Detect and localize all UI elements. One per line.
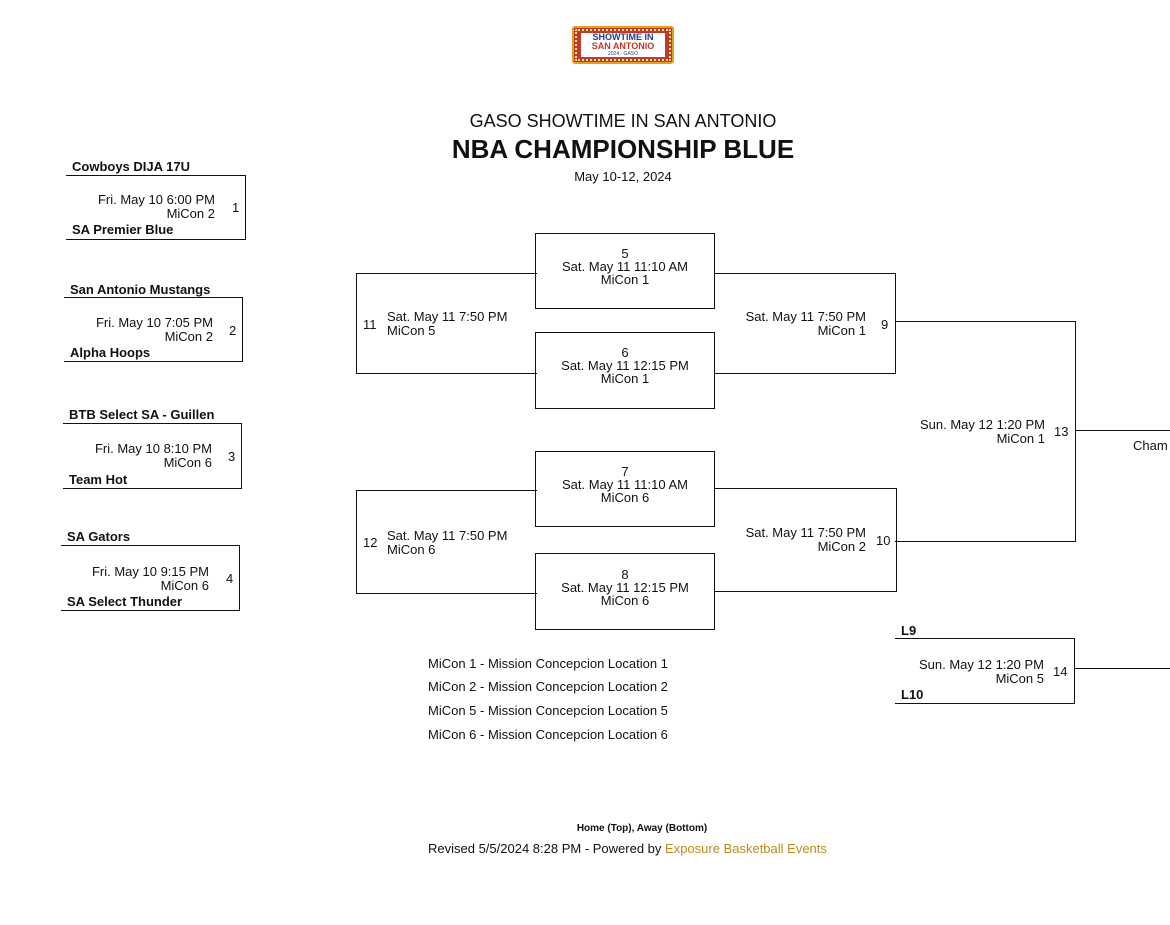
logo-marquee-border: [575, 29, 671, 61]
game-1-time: Fri. May 10 6:00 PM: [97, 192, 215, 207]
champion-label: Cham: [1133, 438, 1168, 453]
game-12-location: MiCon 6: [387, 542, 436, 557]
game-6-box: 6 Sat. May 11 12:15 PM MiCon 1: [535, 332, 715, 409]
game-11-location: MiCon 5: [387, 323, 436, 338]
division-title: NBA CHAMPIONSHIP BLUE: [451, 134, 795, 164]
game-2-home-team[interactable]: San Antonio Mustangs: [70, 282, 211, 297]
game-10-location: MiCon 2: [817, 539, 866, 554]
game-1-away-team[interactable]: SA Premier Blue: [72, 222, 174, 237]
logo-inner: SHOWTIME IN SAN ANTONIO 2024 · GASO: [581, 33, 665, 57]
game-9-info: Sat. May 11 7:50 PM MiCon 1: [715, 310, 866, 338]
game-2-time: Fri. May 10 7:05 PM: [95, 315, 213, 330]
game-13-info: Sun. May 12 1:20 PM MiCon 1: [895, 418, 1045, 446]
home-away-note: Home (Top), Away (Bottom): [576, 823, 708, 834]
logo-text-2: SAN ANTONIO: [591, 41, 655, 51]
game-4-number: 4: [226, 571, 234, 586]
game-3-info: Fri. May 10 8:10 PM MiCon 6: [63, 442, 212, 470]
game-14-result-line: [1074, 668, 1170, 669]
game-8-time: Sat. May 11 12:15 PM: [561, 580, 689, 595]
logo-text-1: SHOWTIME IN: [592, 32, 654, 42]
game-5-time: Sat. May 11 11:10 AM: [562, 259, 688, 274]
game-2-box: [64, 297, 243, 362]
game-8-number: 8: [621, 567, 629, 582]
revised-text: Revised 5/5/2024 8:28 PM - Powered by: [428, 841, 666, 856]
game-3-away-team[interactable]: Team Hot: [69, 472, 128, 487]
game-4-home-team[interactable]: SA Gators: [67, 529, 131, 544]
game-6-number: 6: [621, 345, 629, 360]
game-3-location: MiCon 6: [163, 455, 212, 470]
game-4-info: Fri. May 10 9:15 PM MiCon 6: [61, 565, 209, 593]
game-9-number: 9: [881, 317, 889, 332]
game-11-time: Sat. May 11 7:50 PM: [387, 309, 508, 324]
game-1-box: [66, 175, 246, 240]
game-11-box: [356, 273, 537, 374]
game-13-location: MiCon 1: [996, 431, 1045, 446]
game-14-away-team[interactable]: L10: [901, 687, 924, 702]
game-1-info: Fri. May 10 6:00 PM MiCon 2: [66, 193, 215, 221]
game-13-time: Sun. May 12 1:20 PM: [919, 417, 1045, 432]
game-10-info: Sat. May 11 7:50 PM MiCon 2: [715, 526, 866, 554]
game-8-box: 8 Sat. May 11 12:15 PM MiCon 6: [535, 553, 715, 630]
game-14-box: [895, 638, 1075, 704]
game-2-number: 2: [229, 323, 237, 338]
game-6-time: Sat. May 11 12:15 PM: [561, 358, 689, 373]
game-12-number: 12: [363, 535, 378, 550]
game-14-number: 14: [1053, 664, 1068, 679]
game-13-box: [895, 321, 1076, 542]
game-2-away-team[interactable]: Alpha Hoops: [70, 345, 151, 360]
legend-item: MiCon 2 - Mission Concepcion Location 2: [428, 679, 668, 694]
game-1-location: MiCon 2: [166, 206, 215, 221]
game-5-number: 5: [621, 246, 629, 261]
game-14-info: Sun. May 12 1:20 PM MiCon 5: [895, 658, 1044, 686]
logo-text-3: 2024 · GASO: [607, 51, 638, 57]
game-8-location: MiCon 6: [600, 593, 650, 608]
game-14-location: MiCon 5: [995, 671, 1044, 686]
game-9-location: MiCon 1: [817, 323, 866, 338]
game-4-box: [61, 545, 240, 611]
game-2-location: MiCon 2: [164, 329, 213, 344]
game-6-location: MiCon 1: [600, 371, 650, 386]
game-11-info: Sat. May 11 7:50 PM MiCon 5: [387, 310, 507, 338]
event-title: GASO SHOWTIME IN SAN ANTONIO: [469, 111, 777, 131]
game-1-number: 1: [232, 200, 240, 215]
game-12-time: Sat. May 11 7:50 PM: [387, 528, 508, 543]
game-4-location: MiCon 6: [160, 578, 209, 593]
game-10-number: 10: [876, 533, 891, 548]
game-12-info: Sat. May 11 7:50 PM MiCon 6: [387, 529, 507, 557]
game-13-number: 13: [1054, 424, 1069, 439]
game-3-home-team[interactable]: BTB Select SA - Guillen: [69, 407, 215, 422]
game-7-time: Sat. May 11 11:10 AM: [562, 477, 688, 492]
event-logo: SHOWTIME IN SAN ANTONIO 2024 · GASO: [572, 26, 674, 64]
champion-line: [1075, 430, 1170, 431]
game-4-away-team[interactable]: SA Select Thunder: [67, 594, 183, 609]
game-14-home-team[interactable]: L9: [901, 623, 917, 638]
legend-item: MiCon 6 - Mission Concepcion Location 6: [428, 727, 668, 742]
game-11-number: 11: [363, 317, 377, 332]
game-10-box: [715, 488, 897, 592]
legend-item: MiCon 5 - Mission Concepcion Location 5: [428, 703, 668, 718]
legend-item: MiCon 1 - Mission Concepcion Location 1: [428, 656, 668, 671]
game-7-box: 7 Sat. May 11 11:10 AM MiCon 6: [535, 451, 715, 527]
game-7-number: 7: [621, 464, 629, 479]
game-12-box: [356, 490, 537, 594]
game-14-time: Sun. May 12 1:20 PM: [918, 657, 1044, 672]
game-9-time: Sat. May 11 7:50 PM: [745, 309, 866, 324]
game-5-location: MiCon 1: [600, 272, 650, 287]
game-9-box: [715, 273, 896, 374]
game-3-box: [63, 423, 242, 489]
game-2-info: Fri. May 10 7:05 PM MiCon 2: [64, 316, 213, 344]
game-10-time: Sat. May 11 7:50 PM: [745, 525, 866, 540]
event-dates: May 10-12, 2024: [574, 169, 672, 184]
exposure-link[interactable]: Exposure Basketball Events: [665, 841, 827, 856]
game-4-time: Fri. May 10 9:15 PM: [91, 564, 209, 579]
revised-footer: Revised 5/5/2024 8:28 PM - Powered by Ex…: [428, 841, 827, 856]
game-3-number: 3: [228, 449, 236, 464]
game-1-home-team[interactable]: Cowboys DIJA 17U: [72, 159, 190, 174]
game-7-location: MiCon 6: [600, 490, 650, 505]
game-3-time: Fri. May 10 8:10 PM: [94, 441, 212, 456]
game-5-box: 5 Sat. May 11 11:10 AM MiCon 1: [535, 233, 715, 309]
